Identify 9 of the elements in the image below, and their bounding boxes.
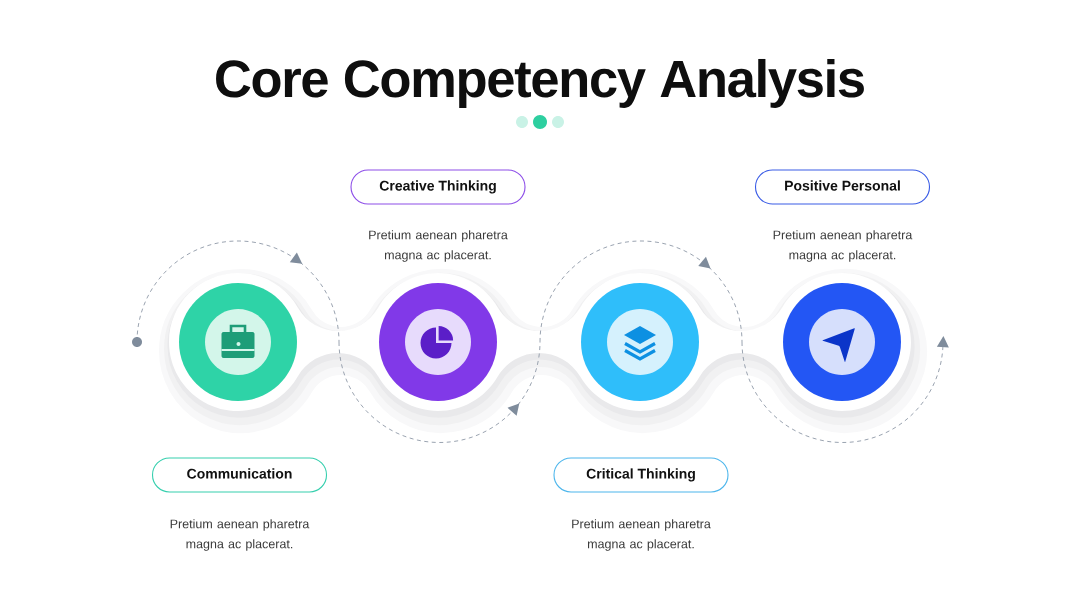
title: Core Competency Analysis	[216, 58, 864, 108]
heading-pill: Critical Thinking	[553, 457, 729, 493]
description-text: Pretium aenean pharetra magna ac placerat.	[369, 230, 508, 262]
description-text: Pretium aenean pharetra magna ac placerat.	[572, 519, 711, 551]
description-text: Pretium aenean pharetra magna ac placerat.	[773, 230, 913, 262]
heading-pill: Positive Personal	[754, 169, 931, 205]
heading-pill: Creative Thinking	[350, 169, 526, 205]
heading-pill: Communication	[151, 457, 328, 493]
description-text: Pretium aenean pharetra magna ac placerat.	[170, 519, 310, 551]
